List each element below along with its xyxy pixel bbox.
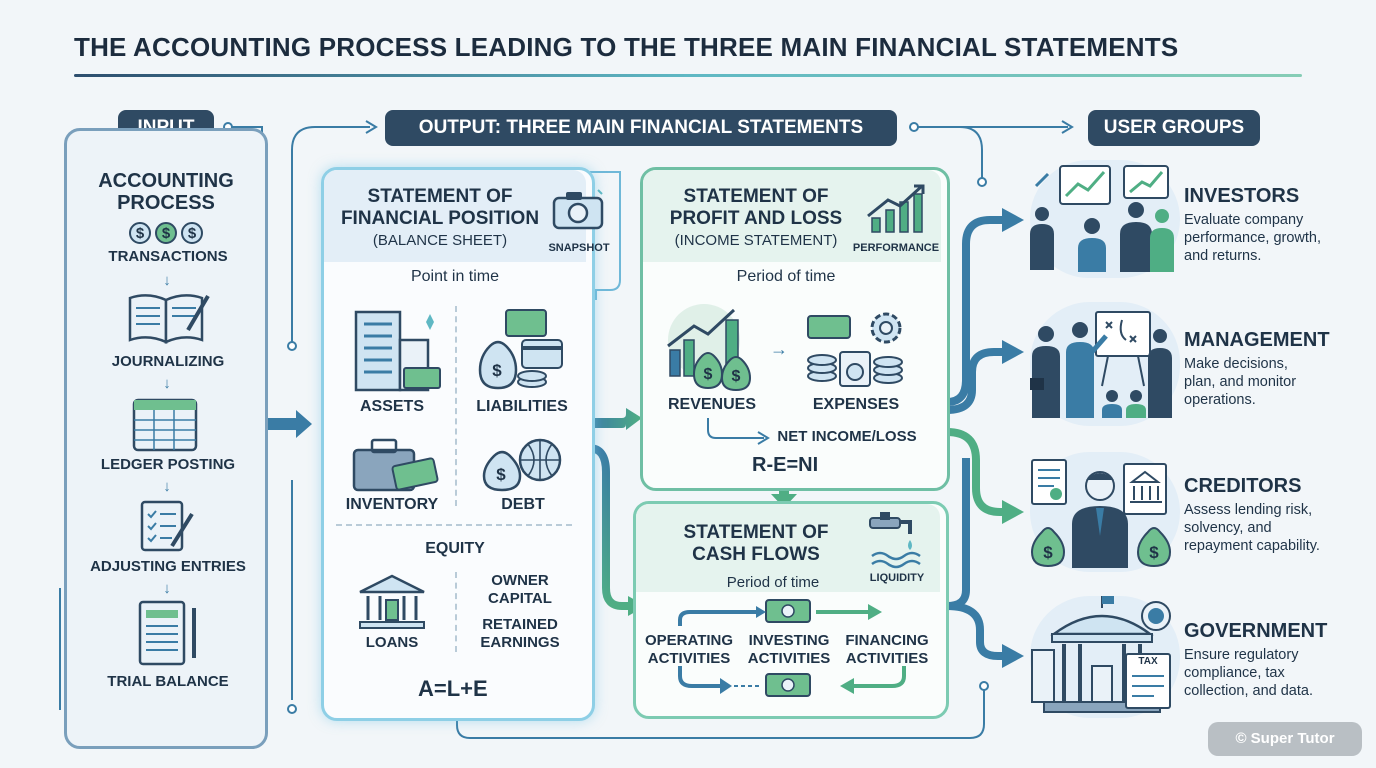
assets-label: ASSETS [359, 398, 424, 415]
government-desc: Ensure regulatory compliance, tax collec… [1184, 647, 1313, 699]
growth-chart-icon [867, 184, 925, 233]
investors-desc: Evaluate company performance, growth, an… [1184, 212, 1322, 264]
loans-label: LOANS [365, 634, 419, 651]
investing-activities-label: INVESTING ACTIVITIES [747, 632, 831, 667]
title-underline [74, 74, 1302, 77]
government-name: GOVERNMENT [1184, 620, 1328, 642]
ledger-icon [132, 398, 198, 452]
government-building-icon [1031, 596, 1171, 713]
expenses-icon [807, 312, 903, 387]
journal-book-icon [128, 294, 210, 344]
accounting-process-title: ACCOUNTING PROCESS [98, 170, 234, 214]
water-tap-icon [869, 512, 921, 569]
revenues-label: REVENUES [667, 396, 757, 413]
money-bag-icon [478, 309, 563, 390]
building-icon [354, 310, 441, 392]
coins-icon [129, 222, 203, 244]
balance-sheet-divider-v1 [455, 306, 457, 506]
page-title: THE ACCOUNTING PROCESS LEADING TO THE TH… [74, 32, 1179, 62]
cash-cycle [678, 599, 906, 697]
equity-label: EQUITY [425, 540, 485, 557]
financing-activities-label: FINANCING ACTIVITIES [845, 632, 929, 667]
user-groups-header: USER GROUPS [1088, 110, 1260, 146]
liabilities-label: LIABILITIES [476, 398, 568, 415]
debt-label: DEBT [501, 496, 545, 513]
management-name: MANAGEMENT [1184, 329, 1330, 351]
creditors-desc: Assess lending risk, solvency, and repay… [1184, 502, 1320, 554]
arrow-down-1: ↓ [163, 272, 171, 289]
tax-document-label: TAX [1138, 656, 1158, 667]
performance-badge: PERFORMANCE [852, 242, 940, 254]
balance-sheet-divider-v2 [455, 572, 457, 652]
creditors-people-icon [1030, 459, 1172, 568]
profit-loss-title: STATEMENT OF PROFIT AND LOSS [669, 186, 843, 229]
profit-loss-timeframe: Period of time [736, 268, 836, 285]
cash-flows-timeframe: Period of time [726, 574, 820, 591]
cash-flows-title: STATEMENT OF CASH FLOWS [683, 522, 829, 565]
balance-sheet-title: STATEMENT OF FINANCIAL POSITION [340, 186, 540, 229]
coin-dollar-3: $ [187, 225, 197, 242]
net-income-label: NET INCOME/LOSS [777, 428, 917, 445]
revenue-to-expense-arrow: → [770, 339, 788, 359]
operating-activities-label: OPERATING ACTIVITIES [644, 632, 734, 667]
income-equation: R-E=NI [752, 454, 819, 476]
step-trial-balance: TRIAL BALANCE [107, 673, 229, 690]
management-desc: Make decisions, plan, and monitor operat… [1184, 356, 1297, 408]
step-adjusting-entries: ADJUSTING ENTRIES [90, 558, 246, 575]
output-header: OUTPUT: THREE MAIN FINANCIAL STATEMENTS [385, 110, 897, 146]
creditor-bag-dollar-1: $ [1043, 543, 1053, 562]
accounting-equation: A=L+E [418, 676, 488, 701]
debt-bag-dollar: $ [496, 465, 506, 484]
watermark: © Super Tutor [1208, 722, 1362, 756]
net-income-connector [707, 418, 770, 445]
liability-bag-dollar: $ [492, 361, 502, 380]
owner-capital-label: OWNER CAPITAL [488, 572, 552, 607]
liquidity-badge: LIQUIDITY [869, 572, 925, 584]
balance-sheet-divider-h [336, 524, 572, 526]
bank-icon [359, 574, 425, 629]
arrow-down-4: ↓ [163, 580, 171, 597]
creditor-bag-dollar-2: $ [1149, 543, 1159, 562]
expenses-label: EXPENSES [812, 396, 900, 413]
balance-sheet-timeframe: Point in time [410, 268, 500, 285]
revenue-bag-dollar-1: $ [703, 366, 713, 383]
briefcase-icon [352, 438, 439, 492]
arrow-down-2: ↓ [163, 375, 171, 392]
profit-loss-subtitle: (INCOME STATEMENT) [674, 232, 838, 249]
trial-balance-icon [138, 600, 196, 666]
investors-people-icon [1030, 165, 1174, 272]
step-transactions: TRANSACTIONS [108, 248, 228, 265]
camera-icon [552, 189, 604, 230]
investors-name: INVESTORS [1184, 185, 1300, 207]
checklist-icon [140, 500, 194, 552]
coin-dollar-2: $ [161, 225, 171, 242]
revenue-bag-dollar-2: $ [731, 368, 741, 385]
management-people-icon [1030, 311, 1172, 418]
balance-sheet-header [324, 170, 586, 262]
creditors-name: CREDITORS [1184, 475, 1302, 497]
balance-sheet-subtitle: (BALANCE SHEET) [372, 232, 508, 249]
coin-dollar-1: $ [135, 225, 145, 242]
snapshot-badge: SNAPSHOT [548, 242, 610, 254]
step-ledger-posting: LEDGER POSTING [100, 456, 236, 473]
revenue-growth-icon [667, 304, 752, 392]
inventory-label: INVENTORY [345, 496, 439, 513]
retained-earnings-label: RETAINED EARNINGS [480, 616, 560, 651]
globe-bag-icon [482, 438, 562, 492]
arrow-down-3: ↓ [163, 478, 171, 495]
step-journalizing: JOURNALIZING [111, 353, 225, 370]
